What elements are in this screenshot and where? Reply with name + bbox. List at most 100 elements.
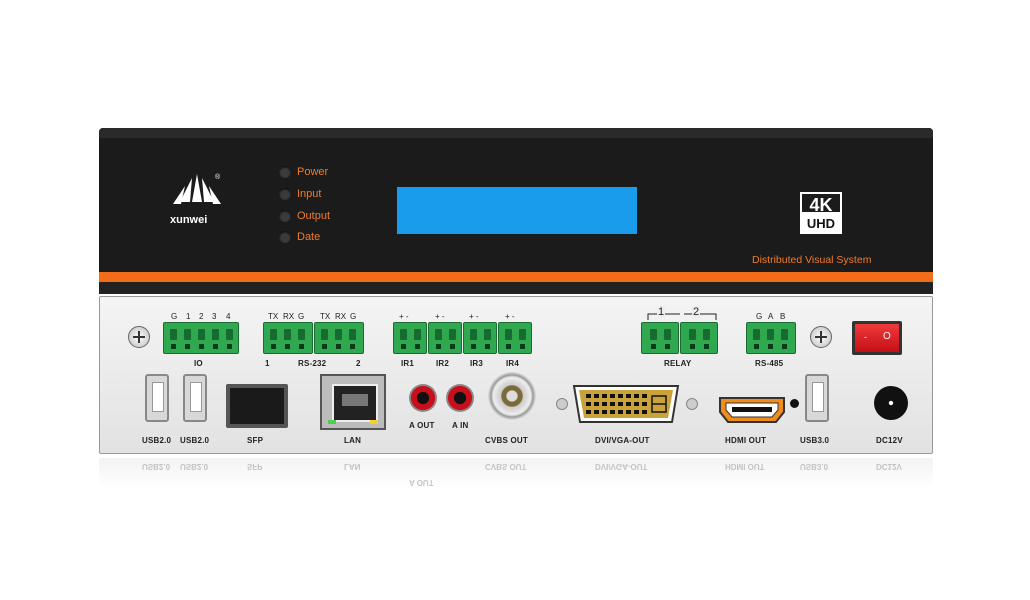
power-switch-off-mark: - <box>864 332 867 342</box>
usb2-port-a[interactable] <box>145 374 169 422</box>
hdmi-port[interactable] <box>718 396 786 424</box>
badge-4k: 4K <box>800 192 842 215</box>
ir2-terminal[interactable] <box>428 322 462 354</box>
relay2-terminal[interactable] <box>680 322 718 354</box>
audio-in-label: A IN <box>452 421 469 430</box>
power-switch[interactable]: - O <box>855 324 899 352</box>
reflect-dc12v: DC12V <box>876 462 902 471</box>
rs232-pin-tx1: TX <box>268 312 279 321</box>
date-led <box>279 231 291 243</box>
rs232-pin-tx2: TX <box>320 312 331 321</box>
cvbs-label: CVBS OUT <box>485 436 528 445</box>
input-led <box>279 188 291 200</box>
usb2-port-b[interactable] <box>183 374 207 422</box>
xunwei-logo-icon <box>173 174 221 204</box>
reflect-a-out: A OUT <box>409 478 434 487</box>
brand-name: xunwei <box>170 214 208 226</box>
ir1-terminal[interactable] <box>393 322 427 354</box>
rs232-pin-rx1: RX <box>283 312 295 321</box>
cvbs-bnc-connector[interactable] <box>488 372 536 420</box>
front-panel-top-edge <box>99 128 933 138</box>
reflect-usb2-a: USB2.0 <box>142 462 171 471</box>
rs485-label: RS-485 <box>755 359 784 368</box>
ir4-terminal[interactable] <box>498 322 532 354</box>
power-switch-on-mark: O <box>883 331 891 342</box>
relay1-terminal[interactable] <box>641 322 679 354</box>
lan-link-led <box>328 420 336 424</box>
rs232-pin-rx2: RX <box>335 312 347 321</box>
power-switch-housing: - O <box>852 321 902 355</box>
badge-uhd: UHD <box>806 216 836 231</box>
output-led <box>279 210 291 222</box>
usb2-a-label: USB2.0 <box>142 436 172 445</box>
rs485-pin-b: B <box>780 312 786 321</box>
rs232-pin-g2: G <box>350 312 357 321</box>
rs232-port1-terminal[interactable] <box>263 322 313 354</box>
relay-num-2: 2 <box>692 306 701 318</box>
output-led-label: Output <box>297 210 331 222</box>
dvi-screw-right-icon <box>686 398 698 410</box>
reflect-usb2-b: USB2.0 <box>180 462 209 471</box>
tagline: Distributed Visual System <box>752 254 872 266</box>
front-panel-bottom-edge <box>99 282 933 294</box>
usb2-b-label: USB2.0 <box>180 436 210 445</box>
ir4-label: IR4 <box>506 359 520 368</box>
dvi-screw-left-icon <box>556 398 568 410</box>
lan-label: LAN <box>344 436 362 445</box>
ir1-label: IR1 <box>401 359 415 368</box>
rs232-pin-g1: G <box>298 312 305 321</box>
date-led-label: Date <box>297 231 321 243</box>
ir1-polarity: + - <box>399 312 409 321</box>
ir2-polarity: + - <box>435 312 445 321</box>
input-led-label: Input <box>297 188 322 200</box>
right-screw-icon <box>810 326 832 348</box>
audio-out-label: A OUT <box>409 421 435 430</box>
hdmi-indicator-dot <box>790 399 799 408</box>
rs232-label: RS-232 <box>298 359 327 368</box>
reflect-lan: LAN <box>344 462 361 471</box>
left-screw-icon <box>128 326 150 348</box>
dvi-label: DVI/VGA-OUT <box>595 436 650 445</box>
ir3-polarity: + - <box>469 312 479 321</box>
io-pin-2: 2 <box>199 312 204 321</box>
dc12v-power-jack[interactable] <box>874 386 908 420</box>
dc12v-label: DC12V <box>876 436 903 445</box>
io-label: IO <box>194 359 203 368</box>
audio-out-jack[interactable] <box>409 384 437 412</box>
sfp-slot <box>230 388 284 424</box>
audio-in-jack[interactable] <box>446 384 474 412</box>
lan-jack <box>332 384 378 422</box>
hdmi-label: HDMI OUT <box>725 436 767 445</box>
relay-label: RELAY <box>664 359 692 368</box>
reflect-usb3: USB3.0 <box>800 462 829 471</box>
rs232-port1-label: 1 <box>265 359 270 368</box>
ir2-label: IR2 <box>436 359 450 368</box>
io-terminal-block[interactable] <box>163 322 239 354</box>
rear-panel-reflection <box>99 458 933 488</box>
ir3-terminal[interactable] <box>463 322 497 354</box>
power-led-label: Power <box>297 166 329 178</box>
4k-uhd-badge: 4K UHD <box>800 192 842 234</box>
reflect-sfp: SFP <box>247 462 263 471</box>
reflect-dvi: DVI/VGA-OUT <box>595 462 648 471</box>
ir3-label: IR3 <box>470 359 484 368</box>
dvi-vga-port[interactable] <box>572 384 680 424</box>
sfp-cage[interactable] <box>226 384 288 428</box>
reflect-cvbs: CVBS OUT <box>485 462 527 471</box>
reflect-hdmi: HDMI OUT <box>725 462 765 471</box>
rs485-pin-a: A <box>768 312 774 321</box>
registered-mark: ® <box>215 174 221 181</box>
relay-num-1: 1 <box>657 306 666 318</box>
io-pin-1: 1 <box>186 312 191 321</box>
lan-port[interactable] <box>320 374 386 430</box>
rs232-port2-label: 2 <box>356 359 361 368</box>
rs485-terminal[interactable] <box>746 322 796 354</box>
usb3-port[interactable] <box>805 374 829 422</box>
power-led <box>279 166 291 178</box>
lcd-display <box>397 187 637 234</box>
lan-activity-led <box>370 420 378 424</box>
sfp-label: SFP <box>247 436 264 445</box>
rs232-port2-terminal[interactable] <box>314 322 364 354</box>
io-pin-4: 4 <box>226 312 231 321</box>
lan-jack-contacts <box>342 394 368 406</box>
